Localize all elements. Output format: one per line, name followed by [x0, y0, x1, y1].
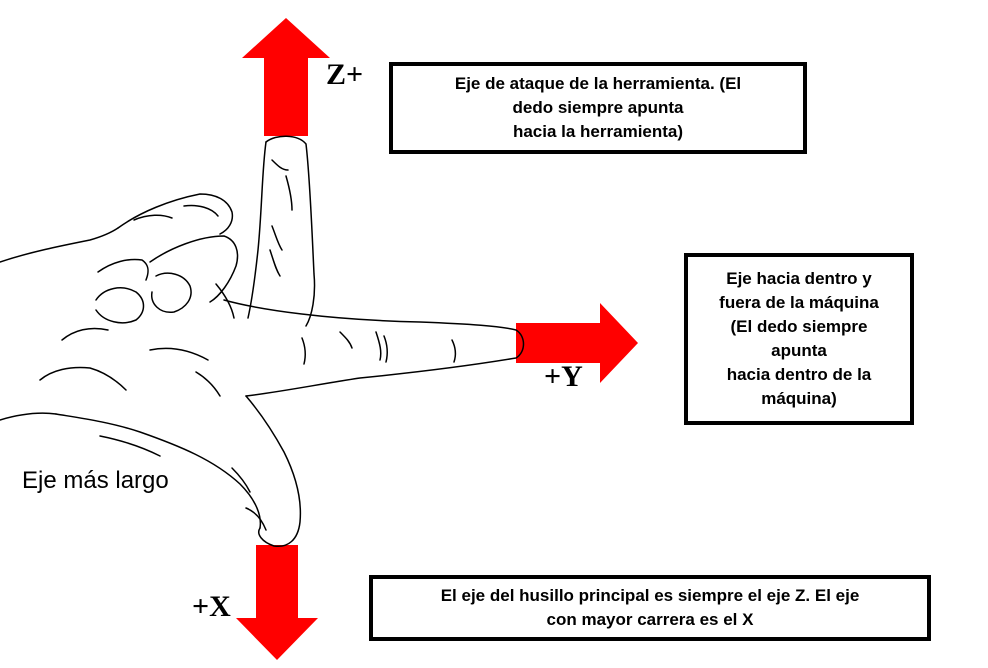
x-note-line-2: con mayor carrera es el X: [546, 610, 754, 629]
z-note-line-2: dedo siempre apunta: [512, 98, 684, 117]
z-note-line-1: Eje de ataque de la herramienta. (El: [454, 74, 742, 93]
hand-sketch-icon: [0, 135, 525, 548]
x-axis-label: +X: [192, 590, 231, 623]
y-axis-note-box: Eje hacia dentro y fuera de la máquina (…: [684, 253, 914, 425]
y-note-line-2: fuera de la máquina: [719, 293, 879, 312]
y-note-line-6: máquina): [761, 389, 837, 408]
z-axis-note-box: Eje de ataque de la herramienta. (El ded…: [389, 62, 807, 154]
x-note-line-1: El eje del husillo principal es siempre …: [440, 586, 860, 605]
z-axis-label: Z+: [326, 58, 364, 91]
x-axis-arrow-icon: [236, 545, 318, 660]
y-note-line-3: (El dedo siempre: [730, 317, 868, 336]
y-axis-arrow-icon: [516, 303, 638, 383]
y-axis-label: +Y: [544, 360, 583, 393]
y-note-line-5: hacia dentro de la: [726, 365, 872, 384]
y-note-line-4: apunta: [771, 341, 827, 360]
z-note-line-3: hacia la herramienta): [512, 122, 684, 141]
thumb-label: Eje más largo: [22, 467, 169, 494]
y-note-line-1: Eje hacia dentro y: [726, 269, 872, 288]
x-axis-note-box: El eje del husillo principal es siempre …: [369, 575, 931, 641]
z-axis-arrow-icon: [242, 18, 330, 136]
